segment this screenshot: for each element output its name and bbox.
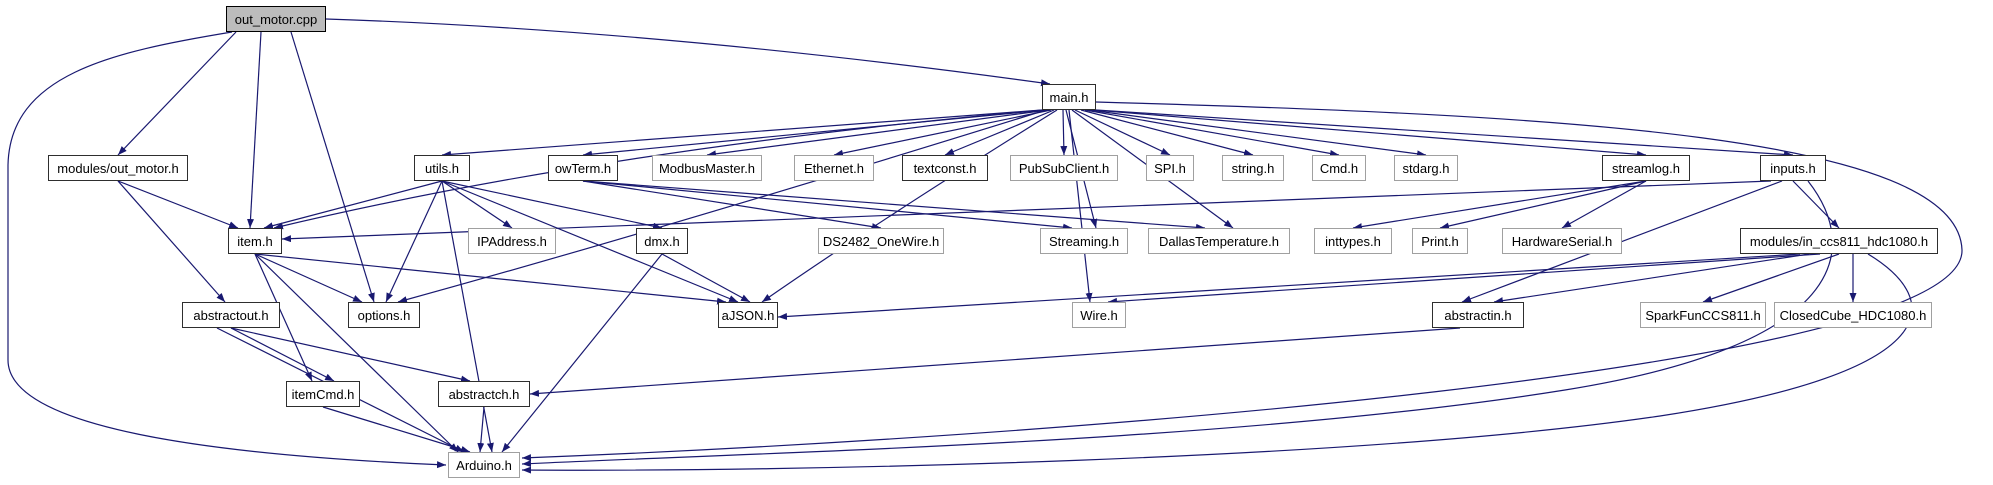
edge-abstractout_h-abstractch_h	[230, 327, 471, 383]
edge-main_h-arduino_h	[521, 101, 1963, 462]
edge-dmx_h-arduino_h	[501, 253, 663, 453]
node-abstractin_h[interactable]: abstractin.h	[1432, 302, 1524, 328]
node-owterm_h[interactable]: owTerm.h	[548, 155, 618, 181]
node-ds2482_h[interactable]: DS2482_OneWire.h	[818, 228, 944, 254]
edge-om_cpp-arduino_h	[7, 31, 447, 469]
node-abstractch_h[interactable]: abstractch.h	[438, 381, 530, 407]
edge-main_h-item_h	[273, 109, 1044, 230]
edge-owterm_h-streaming_h	[582, 180, 1073, 231]
edge-mod_out_motor_h-abstractout_h	[117, 180, 226, 303]
node-spi_h[interactable]: SPI.h	[1146, 155, 1194, 181]
edge-main_h-options_h	[397, 109, 1047, 303]
edge-utils_h-arduino_h	[441, 180, 494, 453]
node-textconst_h[interactable]: textconst.h	[902, 155, 988, 181]
edge-abstractout_h-itemcmd_h	[230, 327, 335, 382]
edge-main_h-cmd_h	[1084, 109, 1340, 157]
edge-main_h-wire_h	[1068, 109, 1093, 303]
edge-om_cpp-item_h	[247, 31, 262, 229]
edge-itemcmd_h-arduino_h	[322, 406, 471, 453]
edge-mod_out_motor_h-item_h	[117, 180, 239, 229]
edge-utils_h-item_h	[263, 180, 443, 230]
edge-inputs_h-abstractin_h	[1461, 180, 1783, 303]
node-dmx_h[interactable]: dmx.h	[636, 228, 688, 254]
edge-streamlog_h-inttypes_h	[1352, 180, 1647, 231]
edge-item_h-arduino_h	[254, 253, 459, 453]
edge-in_ccs811_h-arduino_h	[521, 253, 1913, 474]
node-arduino_h[interactable]: Arduino.h	[448, 452, 520, 478]
edge-owterm_h-dallas_h	[582, 180, 1206, 231]
edge-inputs_h-arduino_h	[521, 180, 1834, 468]
edge-main_h-string_h	[1080, 109, 1254, 157]
node-mod_out_motor_h[interactable]: modules/out_motor.h	[48, 155, 188, 181]
node-wire_h[interactable]: Wire.h	[1072, 302, 1126, 328]
edge-abstractin_h-abstractch_h	[529, 327, 1461, 397]
node-main_h[interactable]: main.h	[1042, 84, 1096, 110]
edge-owterm_h-ds2482_h	[582, 180, 882, 231]
node-abstractout_h[interactable]: abstractout.h	[182, 302, 280, 328]
node-om_cpp: out_motor.cpp	[226, 6, 326, 32]
edge-main_h-pubsub_h	[1060, 109, 1068, 156]
edge-in_ccs811_h-wire_h	[1107, 253, 1821, 305]
edge-abstractch_h-arduino_h	[477, 406, 485, 453]
node-dallas_h[interactable]: DallasTemperature.h	[1148, 228, 1290, 254]
edge-in_ccs811_h-ajson_h	[777, 253, 1801, 320]
edge-main_h-utils_h	[441, 109, 1043, 158]
edge-om_cpp-options_h	[290, 31, 375, 303]
node-string_h[interactable]: string.h	[1222, 155, 1284, 181]
node-item_h[interactable]: item.h	[228, 228, 282, 254]
node-modbus_h[interactable]: ModbusMaster.h	[652, 155, 762, 181]
edge-streamlog_h-hwserial_h	[1561, 180, 1647, 229]
edge-streamlog_h-print_h	[1439, 180, 1647, 230]
edge-main_h-stdarg_h	[1088, 109, 1427, 158]
node-options_h[interactable]: options.h	[348, 302, 420, 328]
edge-main_h-modbus_h	[706, 109, 1049, 158]
node-cmd_h[interactable]: Cmd.h	[1312, 155, 1366, 181]
edge-main_h-inputs_h	[1095, 109, 1794, 158]
node-streaming_h[interactable]: Streaming.h	[1040, 228, 1128, 254]
node-sparkfun_h[interactable]: SparkFunCCS811.h	[1640, 302, 1766, 328]
node-utils_h[interactable]: utils.h	[414, 155, 470, 181]
edge-main_h-spi_h	[1074, 109, 1171, 156]
node-itemcmd_h[interactable]: itemCmd.h	[286, 381, 360, 407]
edge-inputs_h-in_ccs811_h	[1792, 180, 1840, 229]
node-pubsub_h[interactable]: PubSubClient.h	[1010, 155, 1118, 181]
edge-main_h-textconst_h	[944, 109, 1055, 156]
node-ethernet_h[interactable]: Ethernet.h	[794, 155, 874, 181]
node-ajson_h[interactable]: aJSON.h	[718, 302, 778, 328]
edge-in_ccs811_h-abstractin_h	[1493, 253, 1810, 305]
edge-main_h-ethernet_h	[833, 109, 1052, 157]
node-inputs_h[interactable]: inputs.h	[1760, 155, 1826, 181]
node-streamlog_h[interactable]: streamlog.h	[1602, 155, 1690, 181]
edge-om_cpp-mod_out_motor_h	[117, 31, 237, 156]
node-hwserial_h[interactable]: HardwareSerial.h	[1502, 228, 1622, 254]
edge-utils_h-ajson_h	[441, 180, 739, 303]
node-print_h[interactable]: Print.h	[1412, 228, 1468, 254]
edge-in_ccs811_h-sparkfun_h	[1702, 253, 1840, 303]
node-in_ccs811_h[interactable]: modules/in_ccs811_hdc1080.h	[1740, 228, 1938, 254]
edge-utils_h-ipaddress_h	[441, 180, 513, 229]
edge-utils_h-options_h	[385, 180, 443, 303]
edge-main_h-streamlog_h	[1092, 109, 1647, 158]
node-ipaddress_h[interactable]: IPAddress.h	[468, 228, 556, 254]
node-inttypes_h[interactable]: inttypes.h	[1314, 228, 1392, 254]
node-closedcube_h[interactable]: ClosedCube_HDC1080.h	[1774, 302, 1932, 328]
edge-main_h-ajson_h	[761, 109, 1058, 303]
edge-item_h-ajson_h	[254, 253, 727, 305]
edge-om_cpp-main_h	[325, 18, 1051, 87]
node-stdarg_h[interactable]: stdarg.h	[1394, 155, 1458, 181]
edge-item_h-options_h	[254, 253, 363, 303]
edge-dmx_h-ajson_h	[661, 253, 751, 303]
edge-utils_h-dmx_h	[441, 180, 663, 230]
edge-item_h-itemcmd_h	[254, 253, 313, 382]
